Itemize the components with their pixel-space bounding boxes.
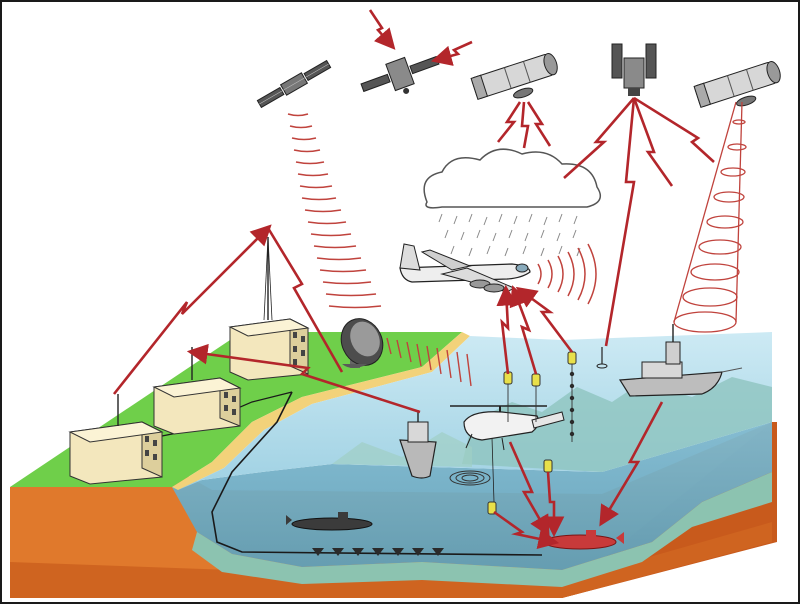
rain-cloud-icon <box>424 149 600 256</box>
satellite-icon <box>256 59 331 109</box>
telescope-scan-cone <box>674 102 746 332</box>
satellite-icon <box>358 47 445 107</box>
satellite-icon <box>612 44 656 96</box>
patrol-aircraft-icon <box>400 244 530 292</box>
building-2 <box>154 378 240 434</box>
space-telescope-icon <box>471 52 563 111</box>
dish-uplink-beam <box>288 114 381 308</box>
space-telescope-icon <box>694 60 786 119</box>
building-1 <box>70 422 162 484</box>
building-3 <box>230 319 308 380</box>
aircraft-radar-waves <box>538 244 596 304</box>
